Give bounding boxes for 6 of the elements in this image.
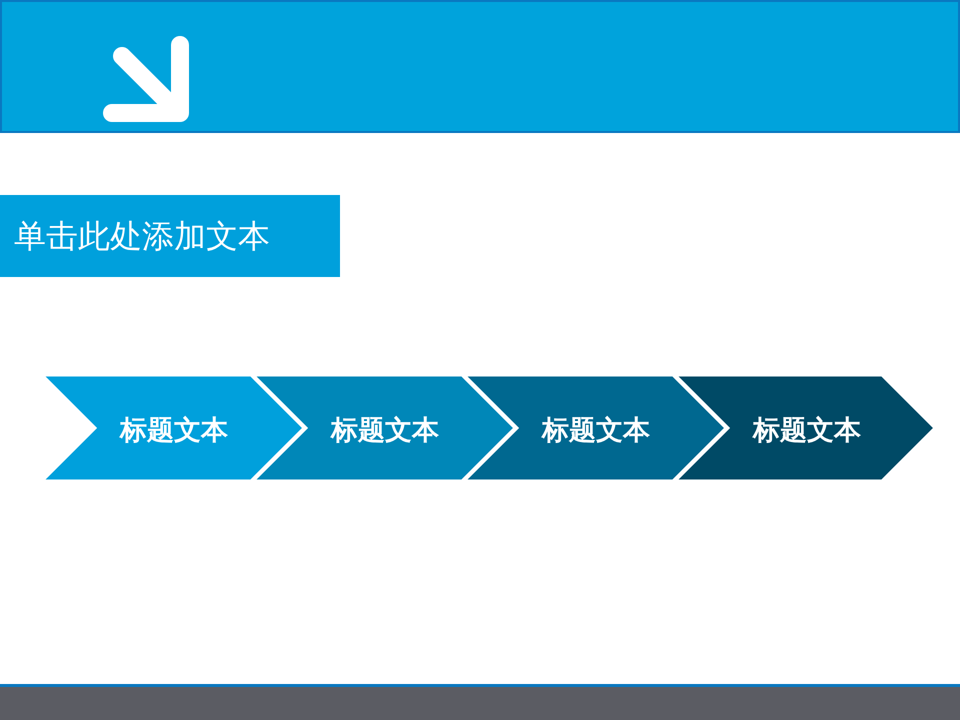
chevron-label: 标题文本 — [331, 414, 439, 448]
chevron-label: 标题文本 — [542, 414, 650, 448]
chevron-label: 标题文本 — [753, 414, 861, 448]
text-box — [0, 195, 340, 277]
chevron-label: 标题文本 — [120, 414, 228, 448]
placeholder-text: 单击此处添加文本 — [14, 217, 270, 256]
